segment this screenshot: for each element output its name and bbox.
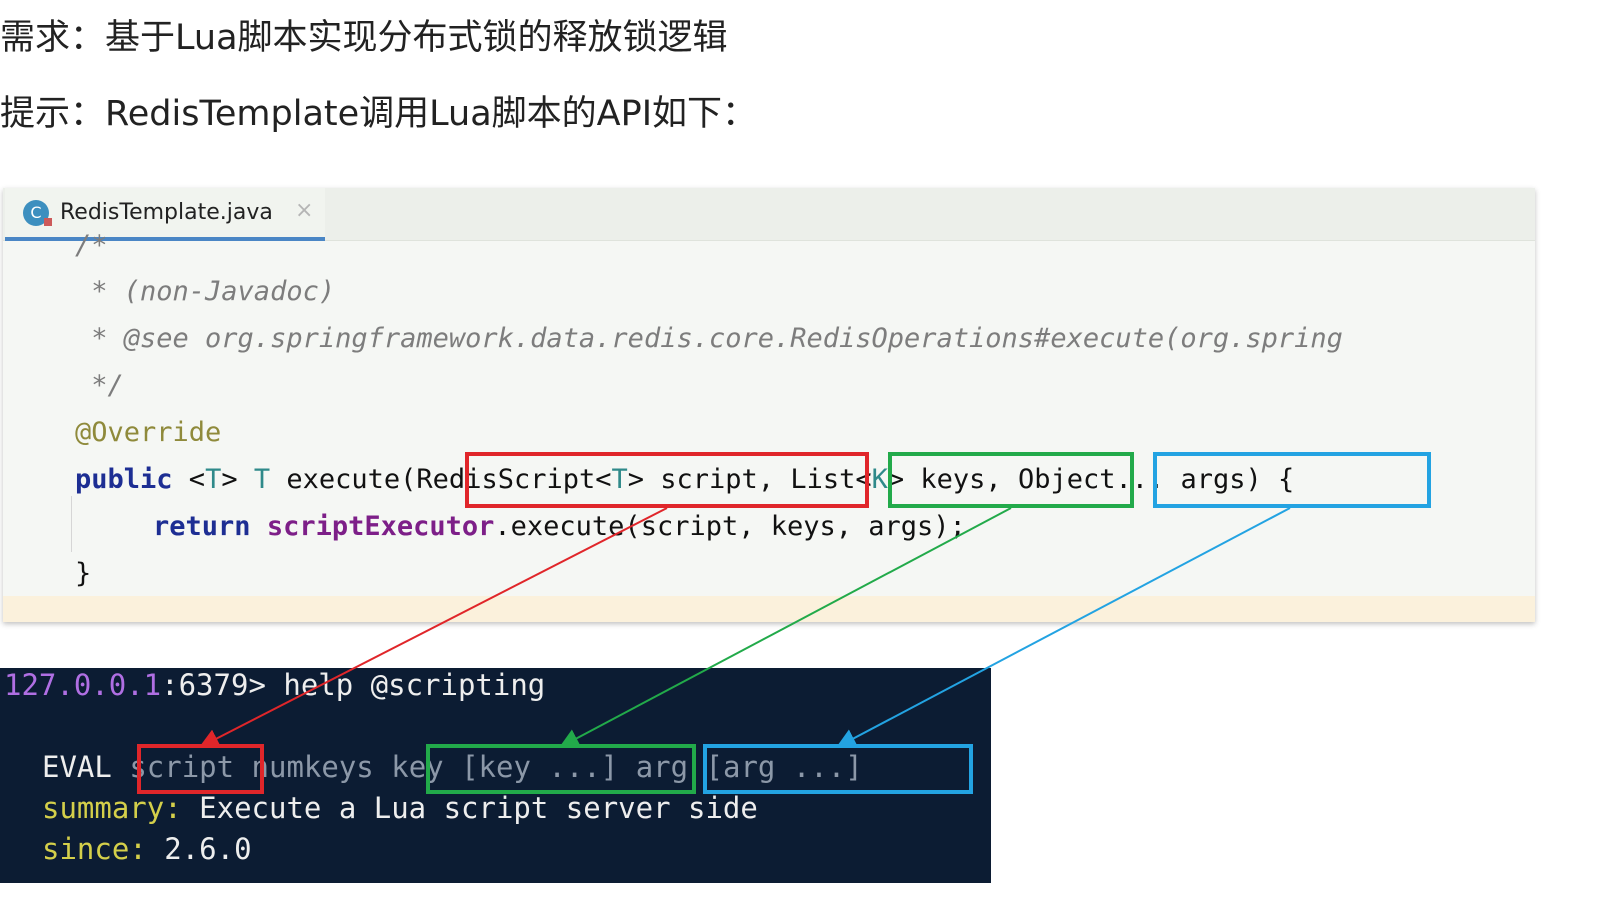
terminal-prompt-line: 127.0.0.1:6379> help @scripting [4, 668, 545, 702]
eval-args-arg: arg [arg ...] [635, 750, 863, 784]
param-keys-name: > keys [887, 464, 986, 495]
indent-guide [71, 496, 72, 552]
closing-brace: } [75, 558, 92, 589]
since-line: since: 2.6.0 [42, 832, 252, 866]
comment-non-javadoc: * (non-Javadoc) [75, 276, 336, 307]
editor-tab-bar: C RedisTemplate.java × [3, 188, 1535, 241]
return-statement: return scriptExecutor.execute(script, ke… [153, 503, 966, 550]
param-args: Object... args [1017, 464, 1246, 495]
editor-bottom-strip [3, 596, 1535, 622]
param-comma-1: , [757, 464, 791, 495]
since-label: since: [42, 832, 147, 866]
requirement-text: 需求：基于Lua脚本实现分布式锁的释放锁逻辑 [0, 18, 728, 58]
summary-label: summary: [42, 791, 182, 825]
summary-line: summary: Execute a Lua script server sid… [42, 791, 758, 825]
eval-keys-highlight [426, 744, 696, 794]
eval-script-highlight [137, 744, 264, 794]
tab-close-icon[interactable]: × [295, 198, 314, 223]
param-keys-k: K [871, 464, 888, 495]
keys-param-highlight [888, 452, 1134, 508]
hint-text: 提示：RedisTemplate调用Lua脚本的API如下： [0, 94, 758, 134]
args-param-highlight [1153, 452, 1431, 508]
code-editor-panel: C RedisTemplate.java × /* * (non-Javadoc… [3, 188, 1535, 622]
param-script-name: > script [627, 464, 758, 495]
eval-args-highlight [703, 744, 973, 794]
prompt-ip: 127.0.0.1 [4, 668, 162, 702]
field-script-executor: scriptExecutor [266, 511, 495, 542]
script-param-highlight [465, 452, 869, 508]
comment-see: * @see org.springframework.data.redis.co… [75, 323, 1343, 354]
editor-tab-redistemplate[interactable]: C RedisTemplate.java × [5, 188, 325, 241]
type-param-t: T [205, 464, 222, 495]
param-script-t: T [611, 464, 628, 495]
eval-script-arg: script [129, 750, 235, 784]
generic-close: > [221, 464, 254, 495]
method-name: execute( [270, 464, 417, 495]
keyword-return: return [153, 511, 251, 542]
class-badge-icon [44, 218, 52, 226]
param-keys-type: List< [790, 464, 872, 495]
comment-open: /* [75, 230, 108, 261]
execute-call: .execute(script, keys, args); [494, 511, 966, 542]
signature-end: ) { [1245, 464, 1295, 495]
param-script-type: RedisScript< [416, 464, 612, 495]
prompt-port: :6379> [161, 668, 266, 702]
generic-open: < [172, 464, 206, 495]
summary-text: Execute a Lua script server side [181, 791, 758, 825]
eval-keyword: EVAL [42, 750, 112, 784]
comment-close: */ [75, 370, 124, 401]
param-comma-2: , [985, 464, 1018, 495]
keyword-public: public [75, 464, 173, 495]
eval-keys-arg: key [key ...] [391, 750, 619, 784]
code-area[interactable]: /* * (non-Javadoc) * @see org.springfram… [3, 230, 1535, 622]
since-text: 2.6.0 [146, 832, 252, 866]
tab-title: RedisTemplate.java [60, 200, 273, 225]
java-class-icon: C [23, 200, 49, 226]
return-type-t: T [253, 464, 271, 495]
eval-numkeys-arg: numkeys [251, 750, 374, 784]
eval-usage-line: EVAL script numkeys key [key ...] arg [a… [42, 750, 863, 784]
method-signature: public <T> T execute(RedisScript<T> scri… [75, 456, 1294, 503]
override-annotation: @Override [75, 417, 222, 448]
prompt-command: help @scripting [265, 668, 546, 702]
